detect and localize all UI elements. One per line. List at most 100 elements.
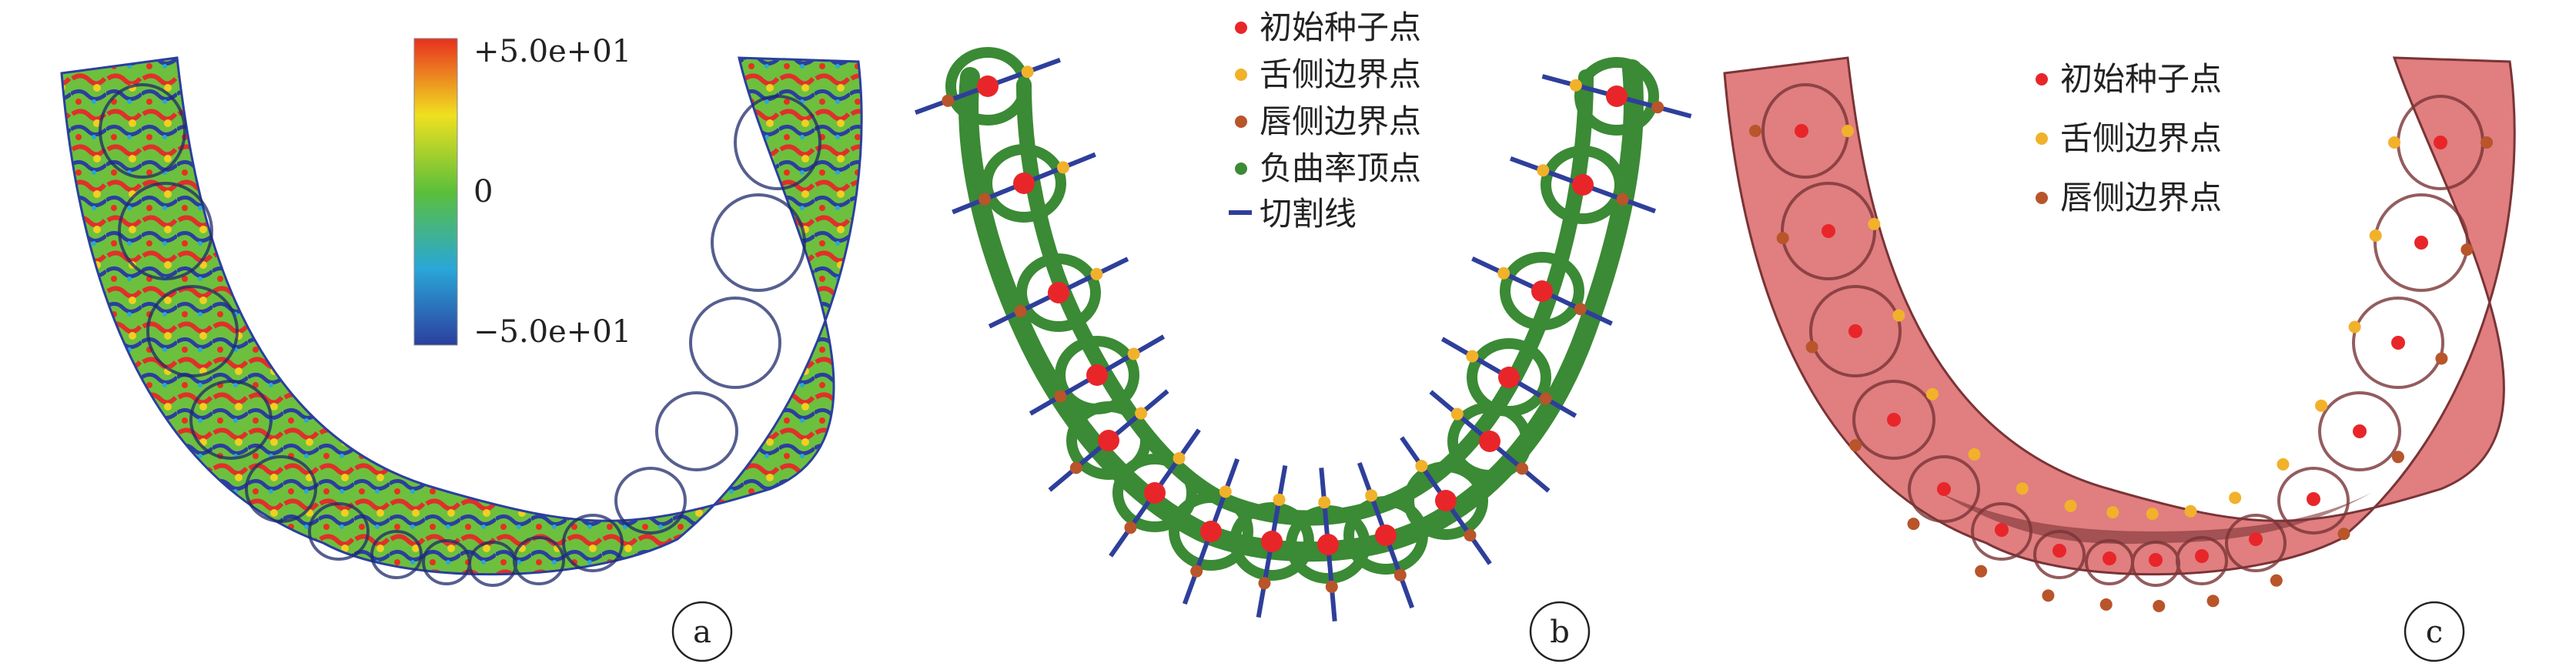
panel-b-label-circle (1529, 601, 1591, 662)
legend-c-labial-marker (2036, 192, 2048, 204)
seed-point (977, 75, 999, 97)
lingual-point (1537, 164, 1550, 177)
legend-b-seed-marker (1235, 22, 1247, 34)
lingual-point (2016, 482, 2029, 495)
tooth-outlines-c (1761, 83, 2484, 587)
panel-b-label: b (1550, 615, 1570, 650)
labial-point (2270, 574, 2283, 587)
lingual-point (1365, 489, 1378, 502)
lingual-point (1466, 350, 1479, 363)
lingual-point (2146, 508, 2159, 521)
labial-point (942, 94, 955, 107)
labial-point (1124, 521, 1137, 535)
labial-point (1651, 101, 1664, 114)
seed-point (1375, 525, 1397, 546)
legend-b-cutline-text: 切割线 (1260, 195, 1357, 233)
tooth-loop (1541, 146, 1625, 224)
lingual-point (1968, 447, 1981, 461)
seed-point (1048, 282, 1069, 303)
tooth-loop (982, 144, 1066, 223)
legend-c-labial-text: 唇侧边界点 (2060, 179, 2222, 216)
seed-point (1317, 534, 1339, 555)
tooth-loop (1286, 505, 1370, 584)
seed-point (1937, 482, 1951, 496)
legend-c: 初始种子点 舌侧边界点 唇侧边界点 (2036, 60, 2222, 216)
lingual-point (2369, 229, 2382, 242)
labial-point (1014, 305, 1027, 318)
labial-point (1574, 303, 1587, 316)
lingual-point (1868, 217, 1881, 230)
seed-point (1572, 174, 1594, 196)
labial-point (1464, 529, 1477, 542)
seed-point (1887, 413, 1901, 427)
labial-point (1325, 580, 1338, 593)
labial-point (1616, 193, 1629, 206)
seed-point (2149, 553, 2163, 567)
tooth-loop (945, 47, 1030, 126)
labial-point (1190, 565, 1203, 578)
labial-point (979, 193, 992, 206)
panel-b: 初始种子点 舌侧边界点 唇侧边界点 负曲率顶点 切割线 b (915, 8, 1692, 662)
tooth-loop (1403, 461, 1488, 540)
lingual-point (2229, 491, 2242, 504)
panel-a-label-circle (671, 601, 733, 662)
tooth-loop (1229, 502, 1314, 581)
labial-point (2481, 136, 2493, 149)
lingual-point (1842, 125, 1854, 137)
seed-point (1848, 324, 1862, 338)
seed-point (2249, 532, 2263, 546)
legend-b-labial-marker (1235, 116, 1247, 128)
gum-shadow-c (1940, 493, 2371, 545)
lingual-point (1090, 267, 1103, 280)
colorbar-min-label: −5.0e+01 (473, 314, 631, 350)
lingual-point (1569, 79, 1582, 92)
seed-point (1261, 531, 1283, 552)
lingual-point (1318, 496, 1331, 509)
lingual-point (1135, 407, 1148, 420)
lingual-point (1450, 407, 1464, 421)
labial-point (1776, 232, 1789, 245)
labial-point (1258, 577, 1271, 590)
legend-c-lingual-marker (2036, 132, 2048, 145)
panel-a-label: a (693, 615, 711, 650)
tooth-loop (1112, 454, 1197, 532)
tooth-loop (1016, 253, 1101, 332)
tooth-loop (1467, 338, 1551, 417)
seed-point (1479, 431, 1500, 452)
panel-c: 初始种子点 舌侧边界点 唇侧边界点 c (1723, 56, 2516, 662)
seed-point (1013, 173, 1035, 194)
labial-point (1975, 565, 1988, 578)
lingual-point (2315, 399, 2328, 412)
dental-arch-curvature-mesh (60, 56, 863, 576)
labial-point (2042, 589, 2055, 602)
seed-point (1098, 430, 1119, 451)
lingual-point (1925, 387, 1939, 401)
seed-point (1144, 482, 1166, 504)
labial-point (1907, 518, 1920, 531)
seed-point (1435, 490, 1457, 511)
legend-b-lingual-text: 舌侧边界点 (1260, 55, 1421, 93)
seed-point (1086, 364, 1108, 386)
legend-b-curvature-text: 负曲率顶点 (1260, 149, 1421, 187)
lingual-point (2348, 320, 2361, 334)
panel-c-label-circle (2404, 601, 2465, 662)
seed-point (2414, 236, 2428, 250)
labial-point (1516, 462, 1529, 475)
seed-point (2353, 424, 2367, 438)
labial-point (2435, 352, 2448, 365)
lingual-point (2277, 458, 2290, 471)
lingual-point (2064, 499, 2077, 512)
lingual-point (2106, 506, 2119, 519)
lingual-point (2184, 504, 2197, 518)
tooth-loop (1343, 496, 1428, 575)
labial-point (2337, 528, 2350, 541)
labial-point (1849, 439, 1862, 452)
tooth-outlines-a (99, 83, 821, 587)
seed-point (2391, 336, 2405, 350)
lingual-point (1173, 451, 1186, 464)
lingual-point (2388, 136, 2400, 149)
legend-c-seed-marker (2036, 73, 2048, 85)
tooth-loop (1574, 57, 1659, 136)
legend-b-lingual-marker (1235, 69, 1247, 81)
